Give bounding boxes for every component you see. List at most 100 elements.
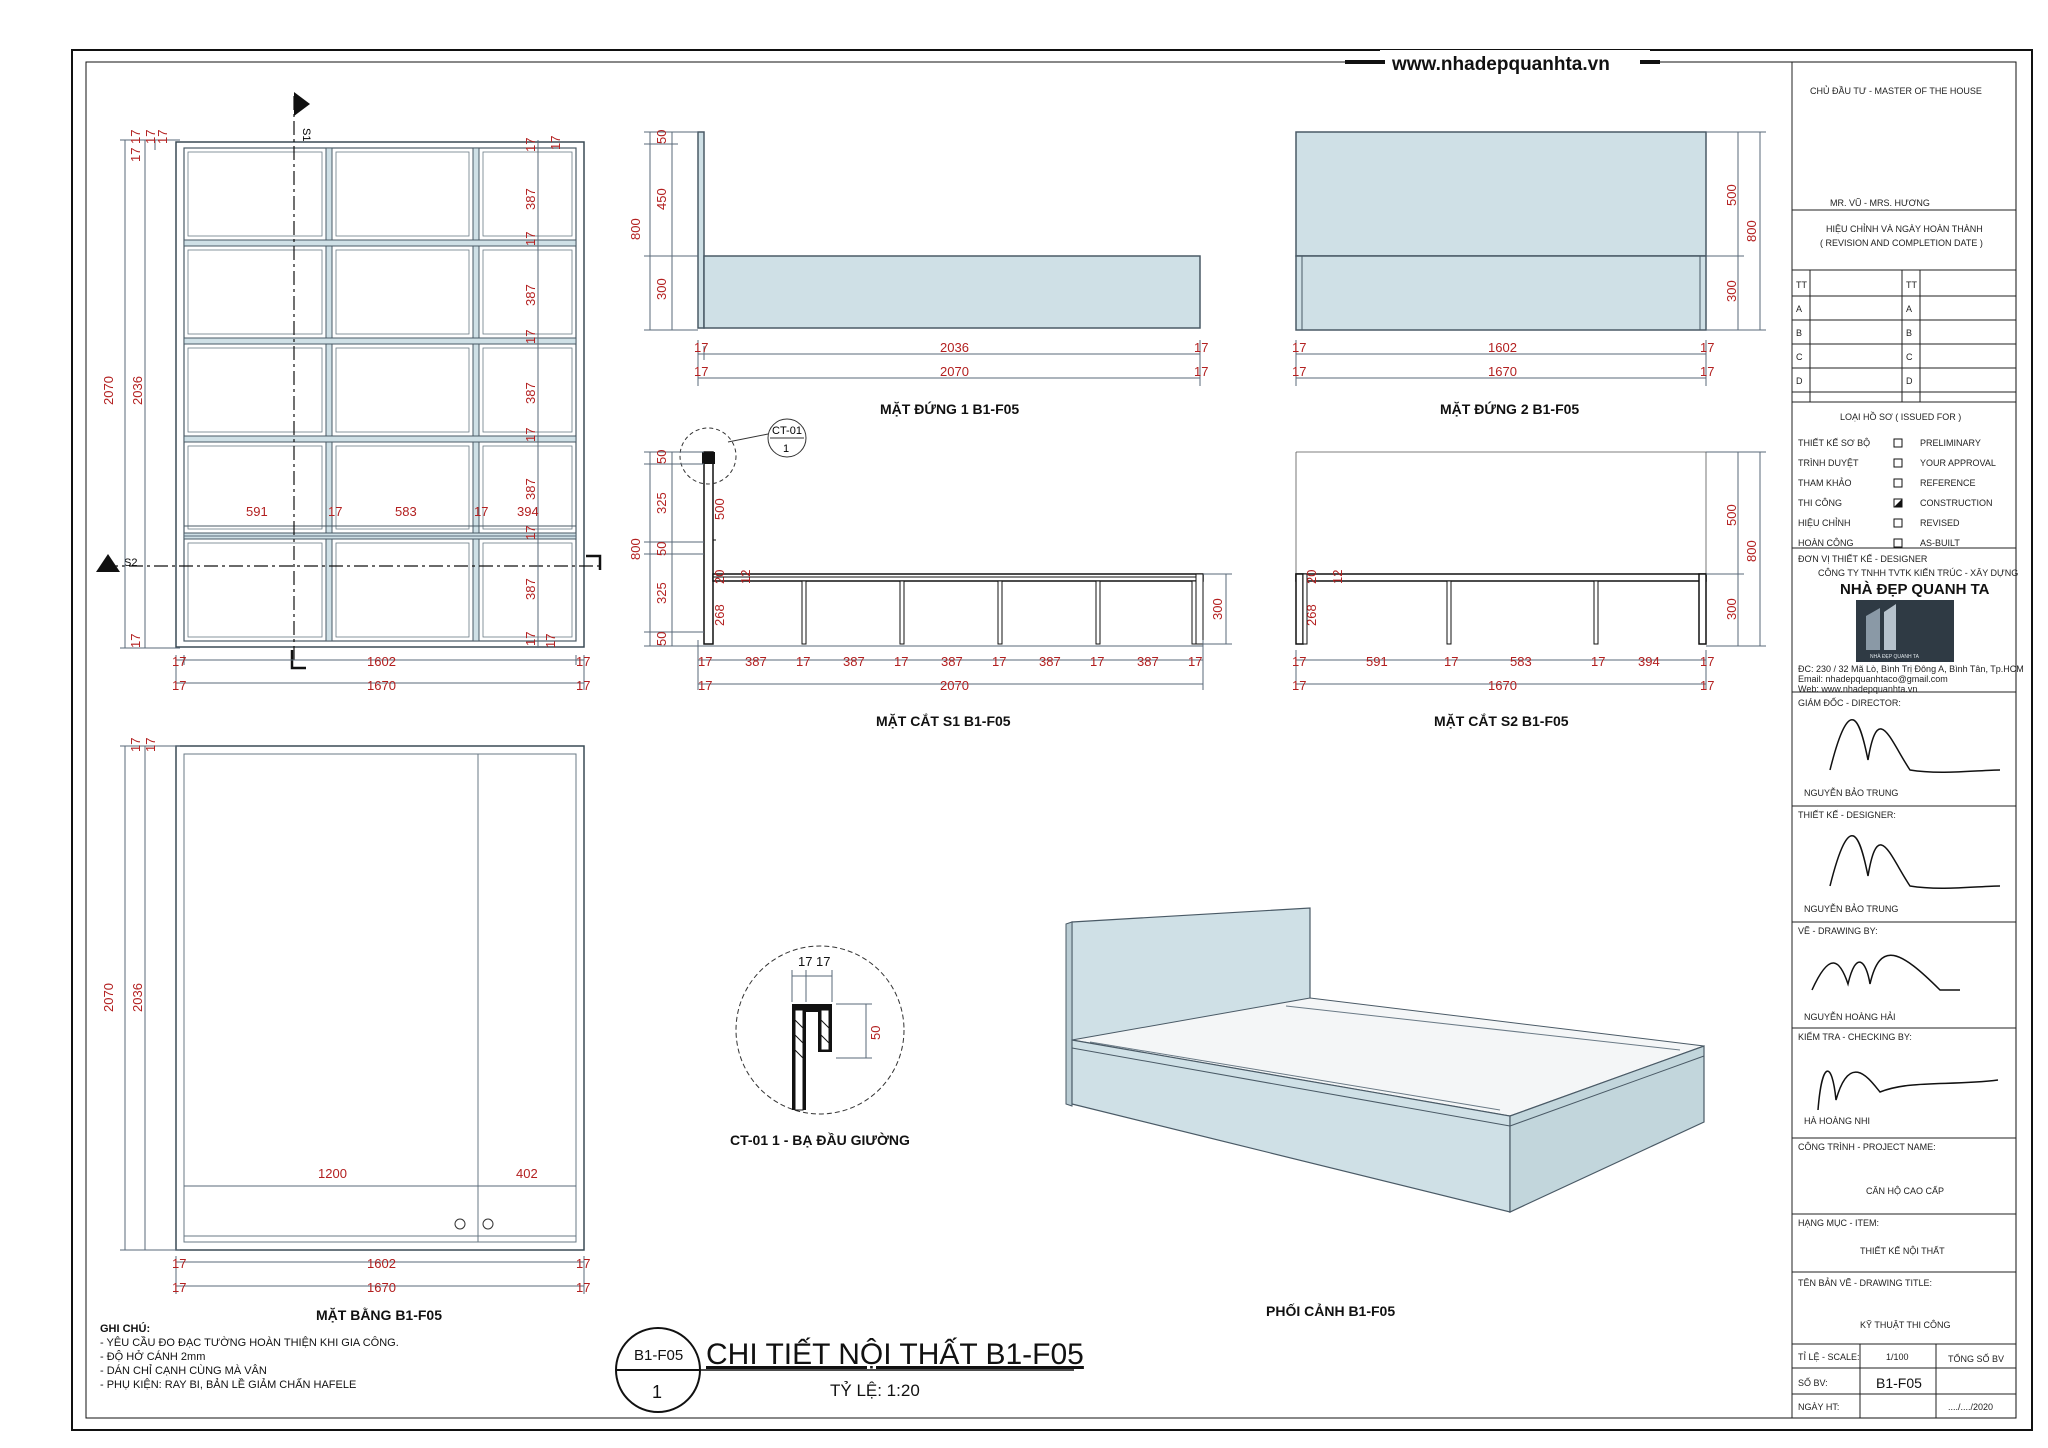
section-s1: CT-01 1	[679, 418, 1204, 645]
sec2-dims: 500 300 800 20 12 268 591 583 394 1670 1…	[1292, 504, 1759, 693]
notes: GHI CHÚ: - YÊU CẦU ĐO ĐẠC TƯỜNG HOÀN THI…	[100, 1322, 399, 1391]
company-web: Web: www.nhadepquanhta.vn	[1798, 684, 1917, 694]
svg-text:17: 17	[1444, 654, 1458, 669]
notes-heading: GHI CHÚ:	[100, 1322, 150, 1335]
svg-text:387: 387	[1039, 654, 1061, 669]
total-label: TỔNG SỐ BV	[1948, 1353, 2004, 1364]
persp-inner-line	[1285, 1005, 1681, 1051]
plan-dims: 2070 2036 387 387 387 387 387 591 583 39…	[101, 130, 590, 693]
plan-slat-h	[183, 239, 577, 247]
designer-label: THIẾT KẾ - DESIGNER:	[1798, 810, 1896, 820]
sec1-leg	[1095, 580, 1101, 645]
director-label: GIÁM ĐỐC - DIRECTOR:	[1798, 697, 1901, 708]
svg-text:YOUR APPROVAL: YOUR APPROVAL	[1920, 458, 1996, 468]
svg-text:17: 17	[1188, 654, 1202, 669]
svg-text:TT: TT	[1906, 280, 1917, 290]
svg-text:C: C	[1906, 352, 1913, 362]
issued-checkbox[interactable]	[1893, 438, 1903, 448]
svg-text:THIẾT KẾ SƠ BỘ: THIẾT KẾ SƠ BỘ	[1798, 438, 1870, 448]
svg-text:387: 387	[843, 654, 865, 669]
svg-text:800: 800	[1744, 540, 1759, 562]
svg-text:17: 17	[1292, 364, 1306, 379]
issued-checkbox[interactable]	[1893, 538, 1903, 548]
dim-plan-17: 17	[155, 130, 170, 144]
svg-text:17: 17	[1591, 654, 1605, 669]
detail-hatch	[820, 1034, 830, 1044]
detail-hatch	[794, 1019, 804, 1029]
bplan-dimlines	[120, 745, 585, 1294]
plan-inner-frame	[183, 147, 577, 642]
sec1-end-post	[1195, 573, 1204, 645]
dim-plan-17: 17	[523, 138, 538, 152]
sec1-leg	[899, 580, 905, 645]
svg-text:12: 12	[1330, 570, 1345, 584]
elev2-dims: 500 300 800 1602 1670 17 17 17 17	[1292, 184, 1759, 379]
svg-text:TRÌNH DUYỆT: TRÌNH DUYỆT	[1798, 458, 1859, 468]
dim-plan-17: 17	[128, 634, 143, 648]
svg-text:1670: 1670	[1488, 678, 1517, 693]
issued-checkbox[interactable]	[1893, 458, 1903, 468]
inner-border	[85, 61, 2017, 1419]
dim-plan-17: 17	[143, 130, 158, 144]
note-line: - ĐỘ HỞ CÁNH 2mm	[100, 1350, 205, 1363]
svg-text:300: 300	[1210, 598, 1225, 620]
bplan-title: MẶT BẰNG B1-F05	[316, 1306, 442, 1323]
svg-text:2036: 2036	[940, 340, 969, 355]
svg-text:20: 20	[1304, 570, 1319, 584]
designer-name: NGUYỄN BẢO TRUNG	[1804, 903, 1898, 914]
plan-cell	[187, 347, 323, 433]
svg-text:17: 17	[1292, 654, 1306, 669]
sec1-callout-num: 1	[783, 443, 789, 455]
issued-checkbox[interactable]	[1893, 478, 1903, 488]
sec2-leg	[1446, 580, 1452, 645]
company-address: ĐC: 230 / 32 Mã Lò, Bình Trị Đông A, Bìn…	[1798, 664, 2024, 674]
date-value: ..../..../2020	[1948, 1402, 1993, 1412]
dim-plan-387: 387	[523, 478, 538, 500]
project-label: CÔNG TRÌNH - PROJECT NAME:	[1798, 1142, 1936, 1152]
dim-plan-387: 387	[523, 188, 538, 210]
svg-text:17: 17	[798, 954, 812, 969]
svg-text:300: 300	[1724, 598, 1739, 620]
svg-text:1602: 1602	[367, 1256, 396, 1271]
svg-text:PRELIMINARY: PRELIMINARY	[1920, 438, 1981, 448]
designer-unit-label: ĐƠN VỊ THIẾT KẾ - DESIGNER	[1798, 554, 1928, 564]
svg-text:17: 17	[694, 340, 708, 355]
detail-ct01	[735, 945, 905, 1115]
svg-text:800: 800	[628, 538, 643, 560]
svg-text:387: 387	[1137, 654, 1159, 669]
main-scale: TỶ LỆ: 1:20	[830, 1381, 920, 1400]
project-name: CĂN HỘ CAO CẤP	[1866, 1186, 1944, 1196]
svg-text:2070: 2070	[940, 678, 969, 693]
dim-plan-1670: 1670	[367, 678, 396, 693]
svg-text:17: 17	[1700, 654, 1714, 669]
plan-cell	[482, 151, 573, 237]
perspective-view	[1065, 907, 1705, 1213]
elev2-headboard	[1295, 131, 1707, 257]
elevation-2	[1295, 131, 1707, 331]
revision-label-2: ( REVISION AND COMPLETION DATE )	[1820, 238, 1983, 248]
svg-text:17: 17	[576, 1280, 590, 1295]
svg-text:800: 800	[628, 218, 643, 240]
website-bg	[1380, 50, 1650, 74]
logo-text: NHÀ ĐẸP QUANH TA	[1870, 653, 1920, 660]
svg-text:2070: 2070	[940, 364, 969, 379]
elev1-dims: 50 450 300 800 2036 2070 17 17 17 17	[628, 130, 1208, 379]
svg-text:B: B	[1796, 328, 1802, 338]
plan-cell	[187, 445, 323, 530]
svg-text:D: D	[1906, 376, 1913, 386]
dim-plan-387: 387	[523, 382, 538, 404]
plan-cell	[335, 542, 470, 638]
plan-slat-h	[183, 337, 577, 345]
title-sheet-number: 1	[652, 1382, 662, 1402]
svg-text:REFERENCE: REFERENCE	[1920, 478, 1976, 488]
designer-signature	[1829, 834, 2001, 889]
svg-text:17: 17	[172, 1280, 186, 1295]
sec1-title: MẶT CẮT S1 B1-F05	[876, 712, 1011, 729]
website-url[interactable]: www.nhadepquanhta.vn	[1391, 54, 1610, 75]
elev2-title: MẶT ĐỨNG 2 B1-F05	[1440, 400, 1579, 417]
sec2-post	[1302, 573, 1308, 645]
issued-checkbox[interactable]	[1893, 518, 1903, 528]
sec1-dimlines	[644, 451, 1232, 690]
sec2-dimlines	[1295, 451, 1766, 690]
dim-plan-394: 394	[517, 504, 539, 519]
